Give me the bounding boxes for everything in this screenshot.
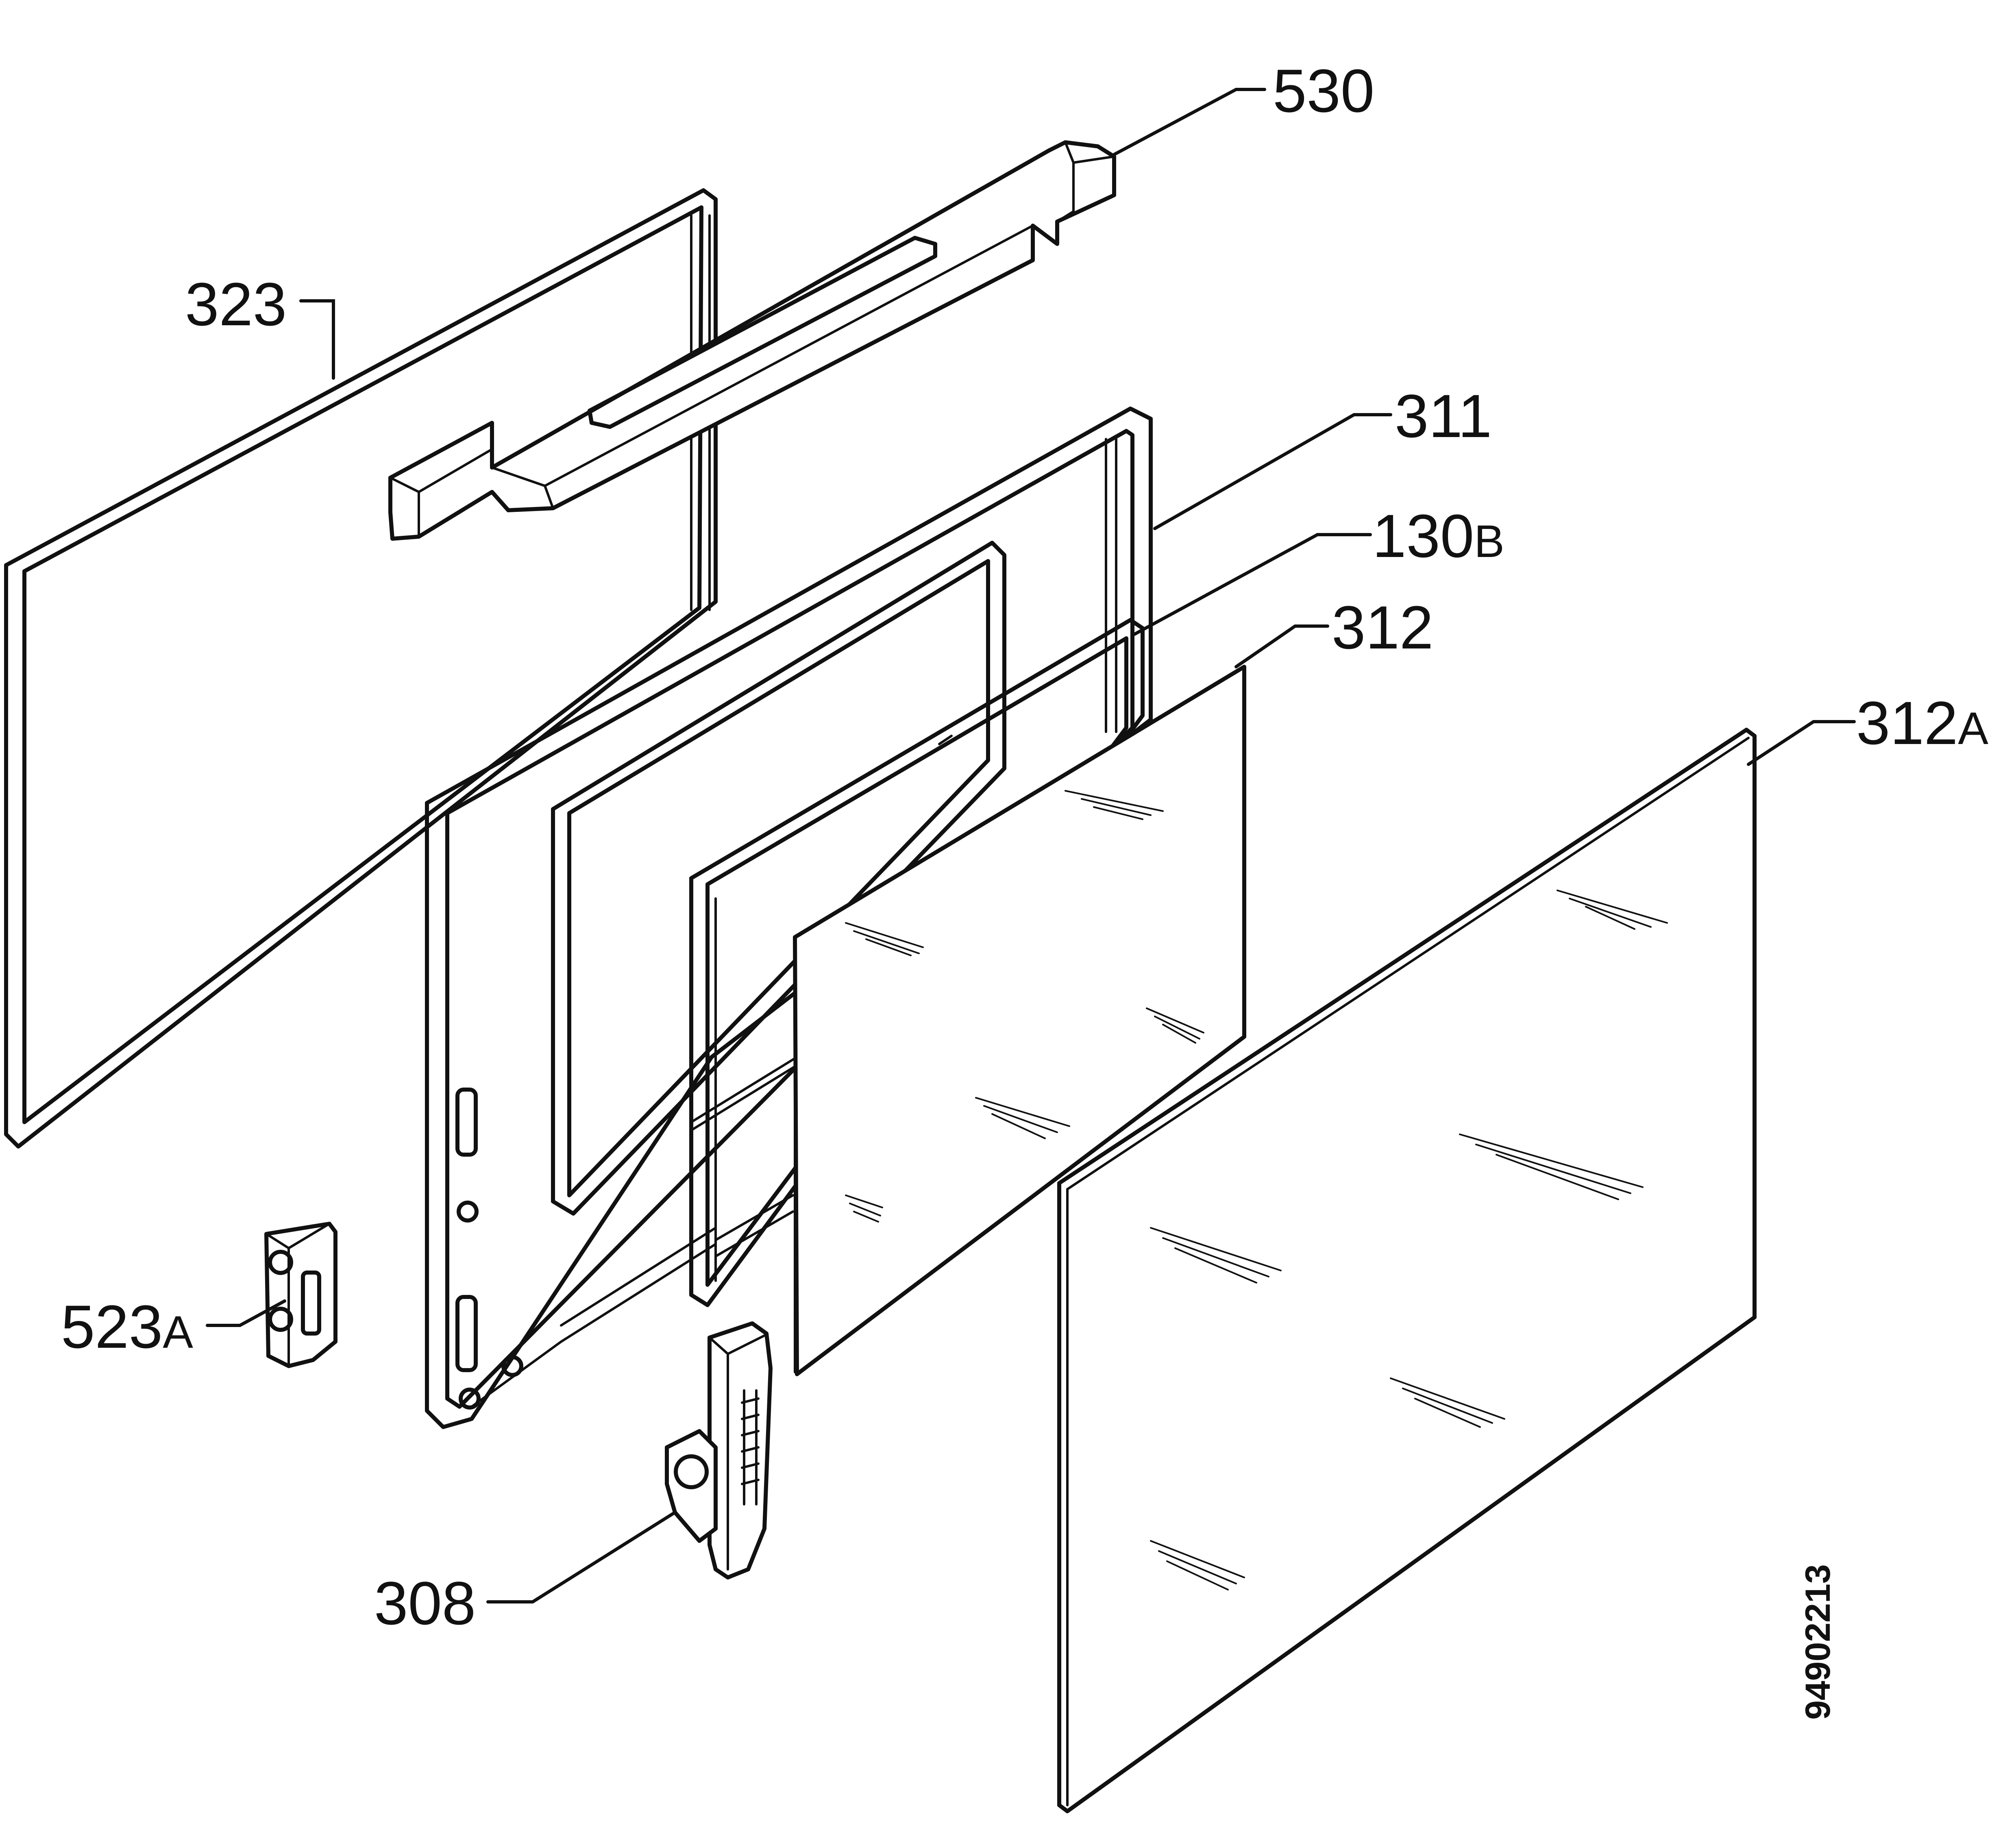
part-308-hinge <box>665 1321 773 1580</box>
leader-312a <box>1747 720 1856 766</box>
part-312a-outer-glass <box>1057 728 1757 1813</box>
callout-308: 308 <box>374 1569 476 1637</box>
leader-323 <box>299 299 335 380</box>
part-130b-glass-gasket <box>689 618 1145 1307</box>
leader-523a <box>206 1299 286 1327</box>
leader-530 <box>1113 88 1266 156</box>
leader-308 <box>486 1511 677 1603</box>
callout-323: 323 <box>185 270 287 338</box>
leader-312 <box>1234 624 1329 668</box>
callout-labels: 530 323 311 130B 312 312A 523A 308 <box>61 57 1988 1637</box>
callout-530: 530 <box>1273 57 1374 125</box>
document-number: 94902213 <box>1798 1564 1837 1720</box>
callout-311: 311 <box>1395 382 1492 450</box>
leader-lines <box>206 88 1856 1603</box>
part-312-inner-glass <box>793 665 1246 1376</box>
callout-130b: 130B <box>1372 502 1504 570</box>
part-530-top-profile <box>388 140 1116 603</box>
part-323-gasket <box>4 188 718 1149</box>
callout-312: 312 <box>1332 593 1433 661</box>
callout-523a: 523A <box>61 1292 193 1361</box>
leader-130b <box>1133 533 1372 636</box>
leader-311 <box>1153 413 1392 530</box>
callout-312a: 312A <box>1856 689 1988 757</box>
part-523a-hinge-bracket <box>264 1222 337 1368</box>
